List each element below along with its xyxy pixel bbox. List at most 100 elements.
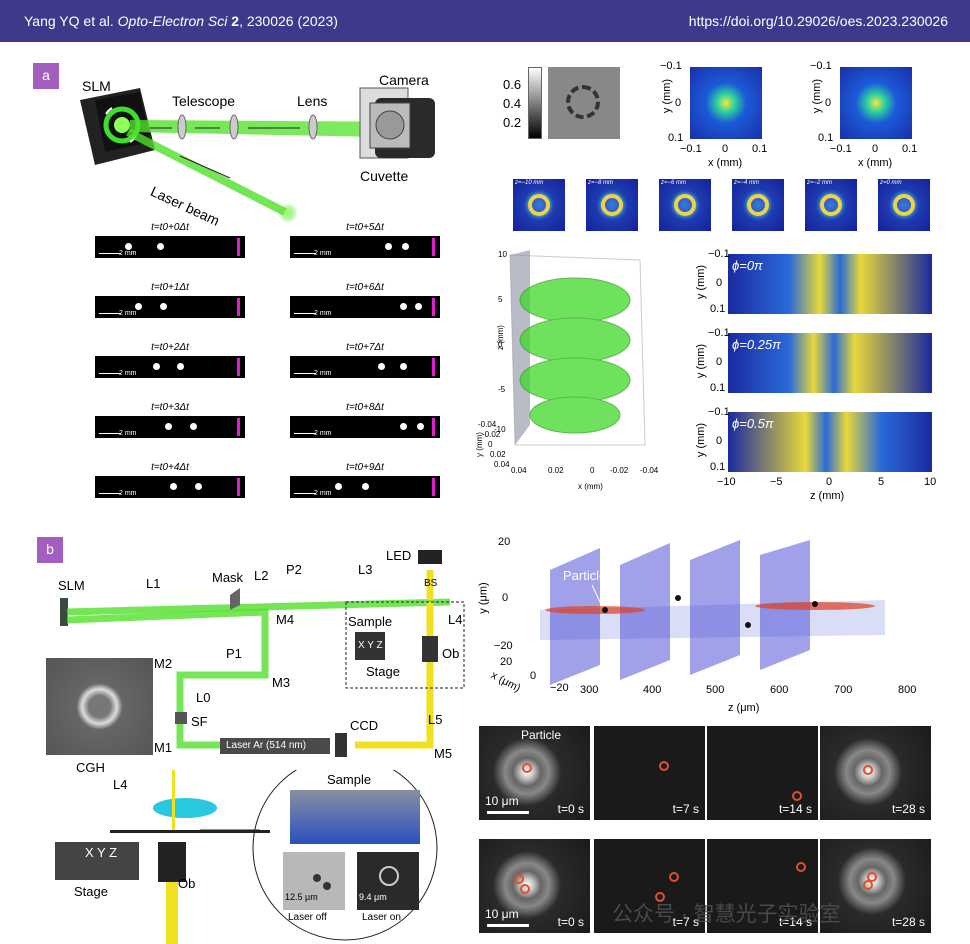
vortex-ring xyxy=(747,194,769,216)
frame-time-label: t=t0+6Δt xyxy=(346,282,384,293)
z-slice-label: z=0 mm xyxy=(880,180,902,186)
lower-ob-label: Ob xyxy=(178,876,196,891)
b-l3-label: L3 xyxy=(358,562,373,577)
particle-dot xyxy=(153,363,160,370)
optical-setup-b xyxy=(60,550,465,757)
particle-marker xyxy=(867,872,877,882)
time-label: t=14 s xyxy=(778,802,812,816)
particle-dot xyxy=(125,243,132,250)
doi-link[interactable]: https://doi.org/10.29026/oes.2023.230026 xyxy=(688,13,948,29)
frame-strip: 2 mm xyxy=(290,416,440,438)
traj-ztick-4: 700 xyxy=(834,684,853,696)
scale-label: 2 mm xyxy=(119,490,137,497)
traj-particle-label: Particle xyxy=(563,568,607,583)
traj-xtick-2: −20 xyxy=(550,682,569,694)
traj-ylabel: y (μm) xyxy=(477,582,490,614)
sample-photo xyxy=(290,790,420,844)
b-m2-label: M2 xyxy=(154,656,173,671)
side1-ytick-1: 0 xyxy=(716,356,723,368)
iso-xtick-1: 0.02 xyxy=(548,466,564,475)
particle-dot xyxy=(170,483,177,490)
traj-zlabel: z (μm) xyxy=(728,702,760,714)
laser-off-scale: 12.5 μm xyxy=(285,892,318,902)
iso-xlabel: x (mm) xyxy=(578,482,603,491)
iso-ytick-4: 0.04 xyxy=(494,460,510,469)
cb-tick-1: 0.4 xyxy=(503,96,522,111)
frame-time-label: t=t0+5Δt xyxy=(346,222,384,233)
frame-time-label: t=t0+9Δt xyxy=(346,462,384,473)
z-slice-label: z=−10 mm xyxy=(515,180,544,186)
particle-dot xyxy=(135,303,142,310)
particle-dot xyxy=(417,423,424,430)
b-p1-label: P1 xyxy=(226,646,242,661)
side-map-0 xyxy=(728,254,932,314)
side2-ylabel: y (mm) xyxy=(695,422,708,458)
particle-dot xyxy=(415,303,422,310)
scale-label: 2 mm xyxy=(314,430,332,437)
side-map-1 xyxy=(728,333,932,393)
sample-detail xyxy=(110,770,438,944)
traj-ztick-2: 500 xyxy=(706,684,725,696)
particle-marker xyxy=(796,862,806,872)
scale-bar xyxy=(294,253,316,254)
journal: Opto-Electron Sci xyxy=(117,13,228,29)
frame-strip: 2 mm xyxy=(95,296,245,318)
isosurface-3d xyxy=(509,250,646,446)
side-ztick-2: 0 xyxy=(826,476,833,488)
xy1-ytick-0: −0.1 xyxy=(660,60,682,72)
b-m5-label: M5 xyxy=(434,746,453,761)
particle-marker xyxy=(669,872,679,882)
z-slice-image: z=−4 mm xyxy=(732,179,784,231)
scale-bar xyxy=(294,493,316,494)
side0-ytick-2: 0.1 xyxy=(710,303,726,315)
xy1-xtick-1: 0 xyxy=(722,143,729,155)
iso-xtick-0: 0.04 xyxy=(511,466,527,475)
optical-setup-a xyxy=(80,87,435,223)
side0-ytick-0: −0.1 xyxy=(708,248,730,260)
lower-xyz-label: X Y Z xyxy=(85,845,118,860)
trajectory-3d xyxy=(540,540,885,685)
scale-label: 2 mm xyxy=(314,370,332,377)
xy1-xlabel: x (mm) xyxy=(708,157,743,169)
scale-label: 2 mm xyxy=(119,310,137,317)
micro-particle-label: Particle xyxy=(521,728,562,742)
traj-ztick-1: 400 xyxy=(643,684,662,696)
side1-ytick-2: 0.1 xyxy=(710,382,726,394)
frame-time-label: t=t0+2Δt xyxy=(151,342,189,353)
slm-label: SLM xyxy=(82,78,111,94)
scale-bar xyxy=(99,313,121,314)
cgh-image xyxy=(46,658,153,755)
b-l1-label: L1 xyxy=(146,576,161,591)
scale-bar xyxy=(294,433,316,434)
microscopy-frame: t=14 s xyxy=(707,839,818,933)
zoom-sample-label: Sample xyxy=(327,772,372,787)
b-l5-label: L5 xyxy=(428,712,443,727)
traj-ztick-3: 600 xyxy=(770,684,789,696)
frame-strip: 2 mm xyxy=(290,296,440,318)
hologram-image xyxy=(548,67,620,139)
phase-1: ϕ=0.25π xyxy=(732,337,781,352)
panel-b-label: b xyxy=(37,537,63,563)
b-mask-label: Mask xyxy=(212,570,244,585)
xy1-xtick-2: 0.1 xyxy=(752,143,768,155)
particle-dot xyxy=(402,243,409,250)
frame-strip: 2 mm xyxy=(95,356,245,378)
vortex-ring xyxy=(601,194,623,216)
xy2-xtick-0: −0.1 xyxy=(830,143,852,155)
time-label: t=14 s xyxy=(778,915,812,929)
iso-ytick-2: 0 xyxy=(488,440,493,449)
scale-bar xyxy=(99,253,121,254)
watermark-text: 公众号 · 智慧光子实验室 xyxy=(612,903,841,926)
particle-dot xyxy=(160,303,167,310)
particle-dot xyxy=(378,363,385,370)
particle-dot xyxy=(400,363,407,370)
vortex-ring xyxy=(674,194,696,216)
laser-off-label: Laser off xyxy=(288,912,327,923)
xy1-ylabel: y (mm) xyxy=(661,78,674,114)
b-xyz-label: X Y Z xyxy=(358,640,383,651)
b-m1-label: M1 xyxy=(154,740,173,755)
iso-ztick-0: 10 xyxy=(498,250,507,259)
traj-ytick-2: −20 xyxy=(494,640,513,652)
time-label: t=0 s xyxy=(557,802,584,816)
